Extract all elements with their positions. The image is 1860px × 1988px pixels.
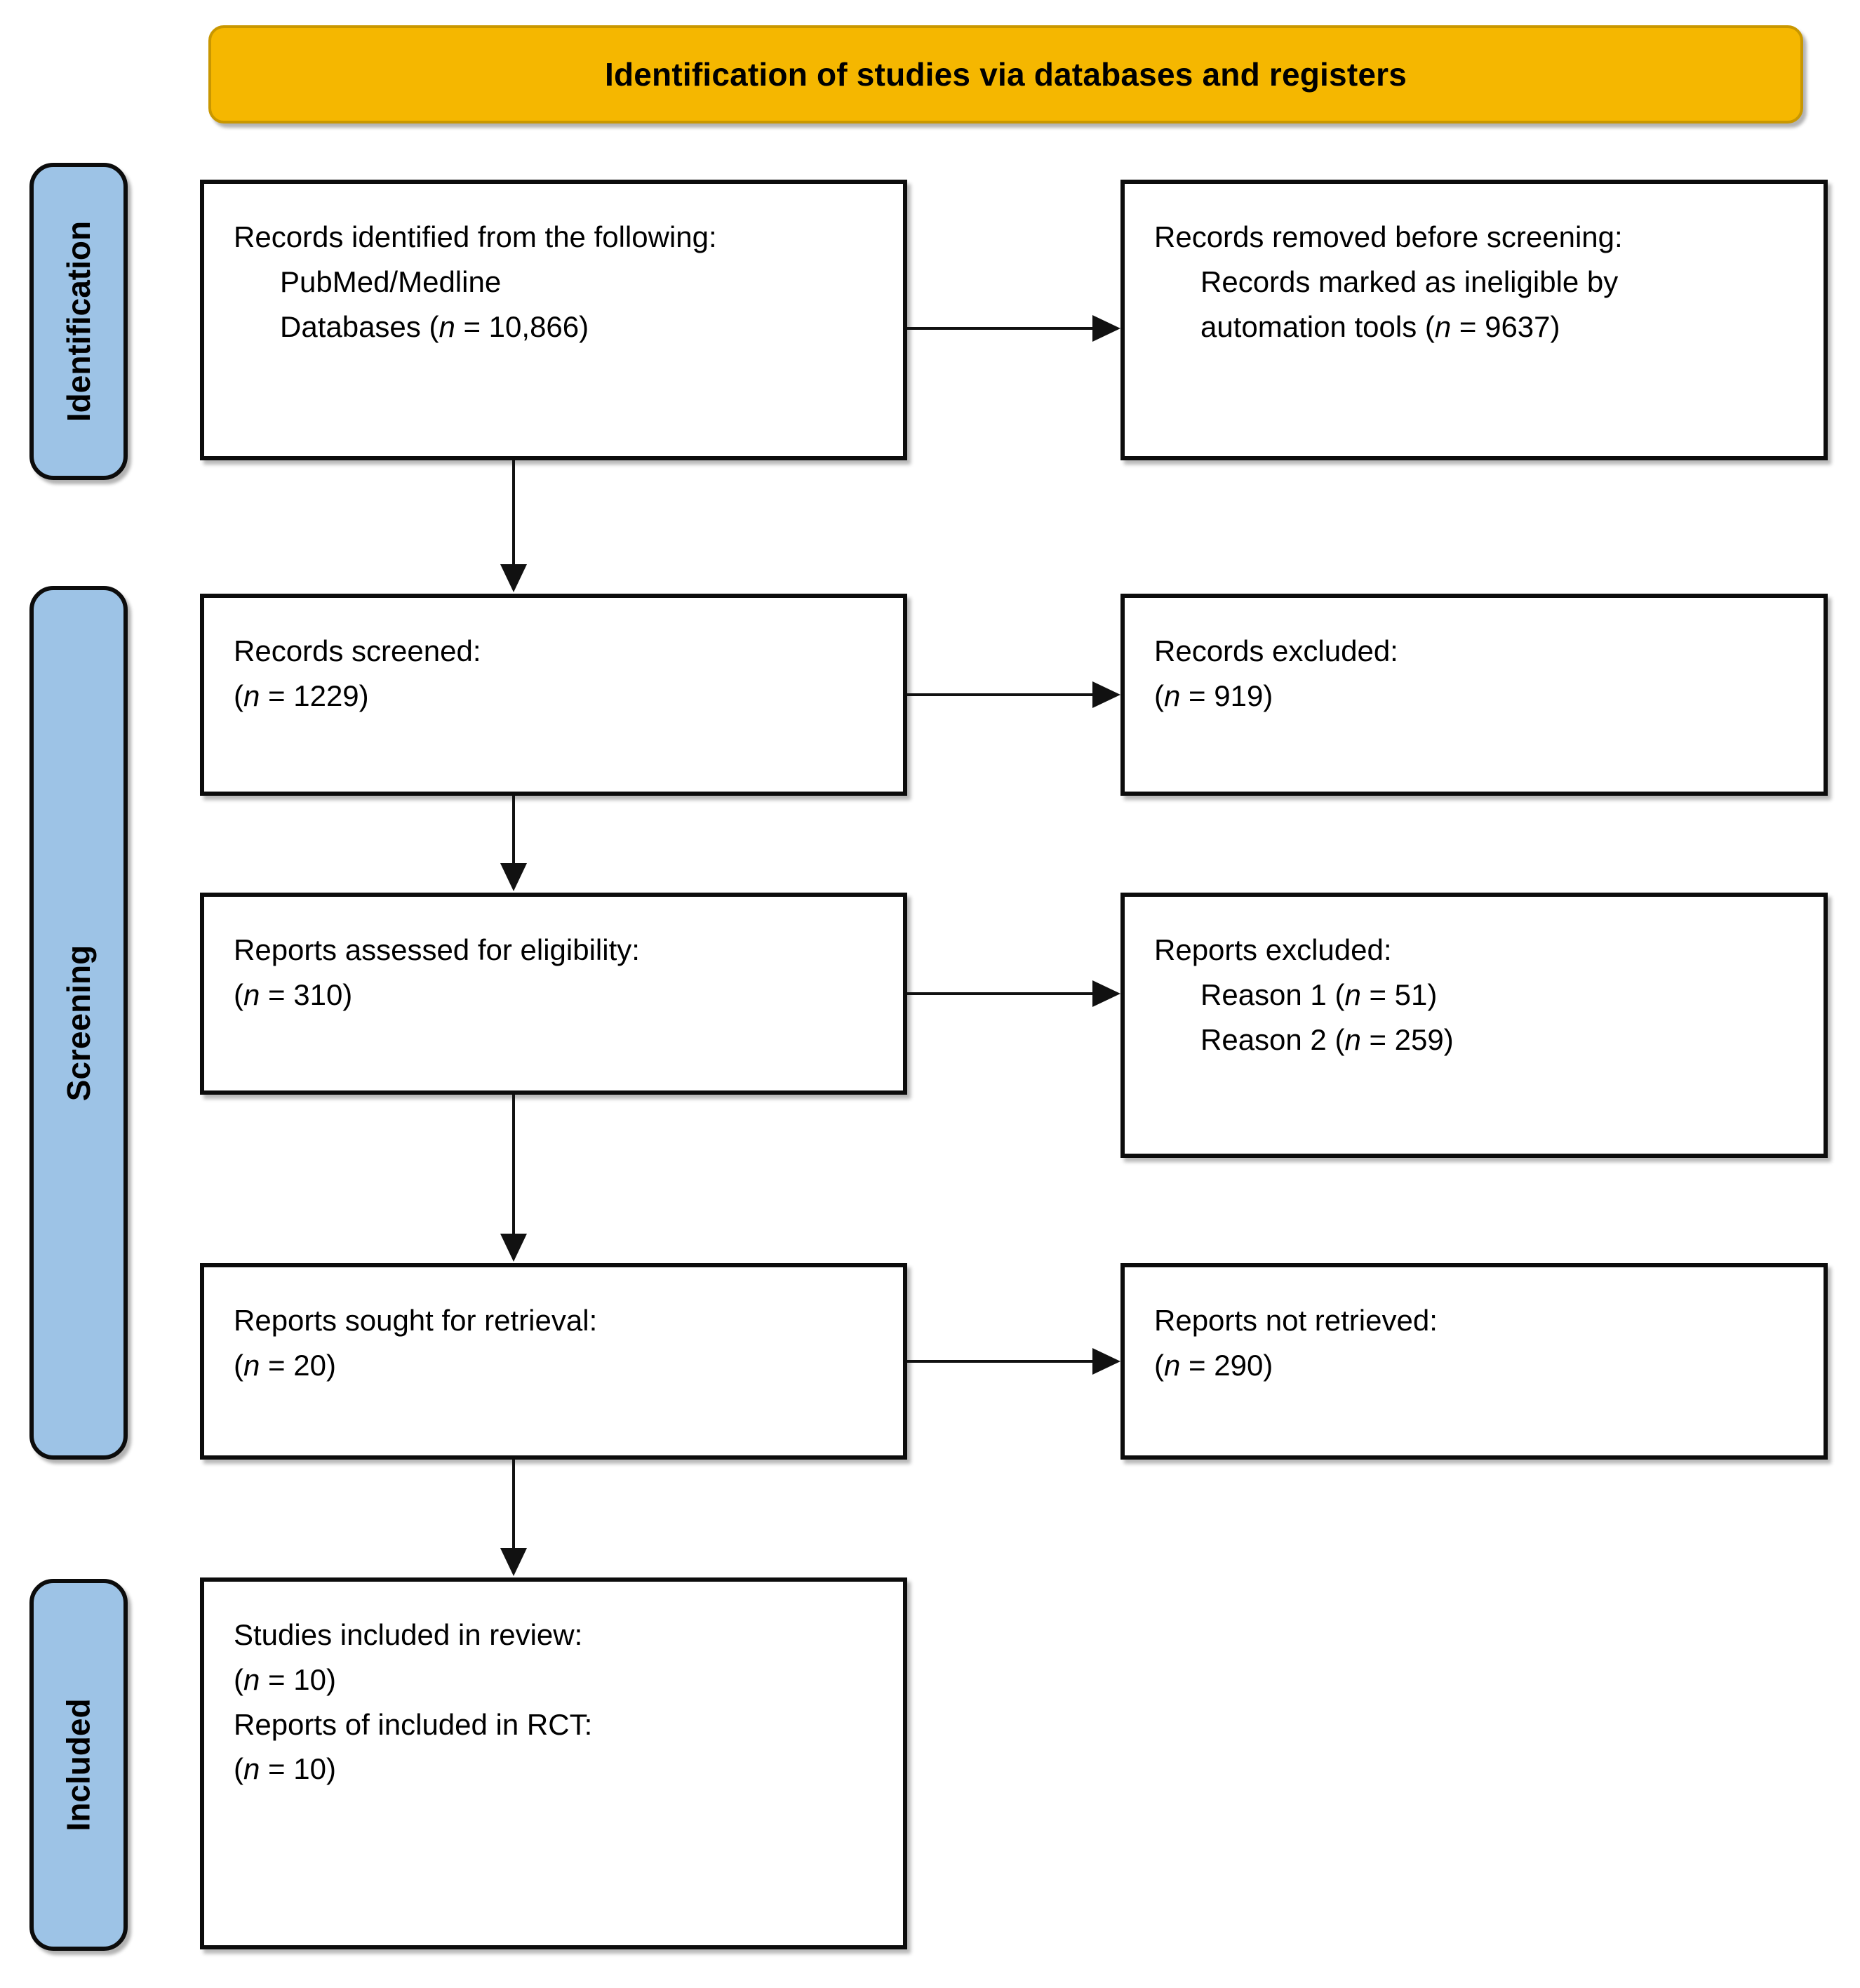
box-studies-included-line4: (n = 10) [234,1747,879,1792]
box-records-removed-line3: automation tools (n = 9637) [1154,305,1800,349]
diagram-header-banner: Identification of studies via databases … [208,25,1803,124]
box-studies-included-line1: Studies included in review: [234,1618,583,1651]
box-studies-included-line3: Reports of included in RCT: [234,1707,593,1741]
line-prefix: ( [234,679,243,712]
stage-rail-included-label: Included [60,1698,97,1832]
arrow-screened-to-eligibility-line [512,796,515,866]
box-reports-not-retrieved-line1: Reports not retrieved: [1154,1304,1438,1337]
line-suffix: = 290) [1180,1348,1273,1382]
n-symbol: n [243,978,260,1011]
arrow-sought-to-notretrieved-head [1092,1348,1120,1375]
arrow-screened-to-eligibility-head [500,863,527,891]
box-reports-not-retrieved: Reports not retrieved: (n = 290) [1120,1263,1828,1460]
line-prefix: ( [1154,679,1164,712]
arrow-identified-to-screened-head [500,564,527,592]
arrow-sought-to-included-head [500,1548,527,1576]
line-prefix: automation tools ( [1200,309,1435,343]
box-reports-excluded-line3: Reason 2 (n = 259) [1154,1018,1800,1062]
box-records-removed: Records removed before screening: Record… [1120,180,1828,460]
box-records-screened-line2: (n = 1229) [234,674,879,719]
box-records-identified-line1: Records identified from the following: [234,220,717,253]
n-symbol: n [439,309,455,343]
arrow-identified-to-removed-line [907,327,1092,330]
line-suffix: = 10) [260,1662,336,1696]
box-records-removed-line1: Records removed before screening: [1154,220,1623,253]
line-prefix: Reason 1 ( [1200,978,1345,1011]
line-suffix: = 919) [1180,679,1273,712]
n-symbol: n [1434,309,1452,343]
line-suffix: = 310) [260,978,353,1011]
stage-rail-included: Included [29,1579,128,1951]
box-records-identified-line3: Databases (n = 10,866) [234,305,879,349]
box-reports-sought-line2: (n = 20) [234,1343,879,1388]
box-reports-sought-line1: Reports sought for retrieval: [234,1304,598,1337]
n-symbol: n [243,1662,260,1696]
stage-rail-identification: Identification [29,163,128,480]
line-prefix: Databases ( [280,309,439,343]
box-records-excluded-line1: Records excluded: [1154,634,1398,667]
n-symbol: n [243,1348,260,1382]
line-suffix: = 1229) [260,679,369,712]
arrow-eligibility-to-sought-head [500,1234,527,1262]
line-suffix: = 10) [260,1752,336,1786]
stage-rail-identification-label: Identification [60,220,98,422]
line-suffix: = 259) [1360,1022,1454,1056]
box-reports-assessed-line1: Reports assessed for eligibility: [234,933,640,966]
n-symbol: n [1164,679,1181,712]
arrow-screened-to-excluded-head [1092,681,1120,708]
line-prefix: Reason 2 ( [1200,1022,1345,1056]
line-suffix: = 20) [260,1348,336,1382]
box-studies-included: Studies included in review: (n = 10) Rep… [200,1577,907,1949]
line-prefix: ( [234,1348,243,1382]
line-prefix: ( [234,1662,243,1696]
n-symbol: n [1344,1022,1361,1056]
box-records-excluded: Records excluded: (n = 919) [1120,594,1828,796]
box-reports-excluded: Reports excluded: Reason 1 (n = 51) Reas… [1120,893,1828,1158]
arrow-sought-to-included-line [512,1460,515,1549]
arrow-eligibility-to-sought-line [512,1095,515,1235]
line-suffix: = 10,866) [455,309,589,343]
box-records-screened: Records screened: (n = 1229) [200,594,907,796]
box-reports-not-retrieved-line2: (n = 290) [1154,1343,1800,1388]
line-prefix: ( [234,978,243,1011]
arrow-sought-to-notretrieved-line [907,1360,1092,1363]
diagram-title: Identification of studies via databases … [604,56,1407,93]
box-records-removed-line2: Records marked as ineligible by [1200,265,1619,298]
box-records-screened-line1: Records screened: [234,634,481,667]
box-reports-assessed-line2: (n = 310) [234,973,879,1018]
n-symbol: n [243,1752,260,1786]
n-symbol: n [1164,1348,1181,1382]
box-reports-assessed: Reports assessed for eligibility: (n = 3… [200,893,907,1095]
stage-rail-screening-label: Screening [60,945,98,1101]
line-suffix: = 9637) [1451,309,1560,343]
box-reports-excluded-line1: Reports excluded: [1154,933,1392,966]
n-symbol: n [1344,978,1361,1011]
arrow-screened-to-excluded-line [907,693,1092,696]
arrow-identified-to-screened-line [512,460,515,566]
box-records-identified-line2: PubMed/Medline [280,265,502,298]
stage-rail-screening: Screening [29,586,128,1460]
box-studies-included-line2: (n = 10) [234,1657,879,1702]
n-symbol: n [243,679,260,712]
arrow-eligibility-to-excluded-head [1092,980,1120,1007]
box-reports-excluded-line2: Reason 1 (n = 51) [1154,973,1800,1018]
line-prefix: ( [1154,1348,1164,1382]
arrow-eligibility-to-excluded-line [907,992,1092,995]
line-prefix: ( [234,1752,243,1786]
box-reports-sought: Reports sought for retrieval: (n = 20) [200,1263,907,1460]
box-records-identified: Records identified from the following: P… [200,180,907,460]
box-records-excluded-line2: (n = 919) [1154,674,1800,719]
line-suffix: = 51) [1360,978,1438,1011]
arrow-identified-to-removed-head [1092,315,1120,342]
